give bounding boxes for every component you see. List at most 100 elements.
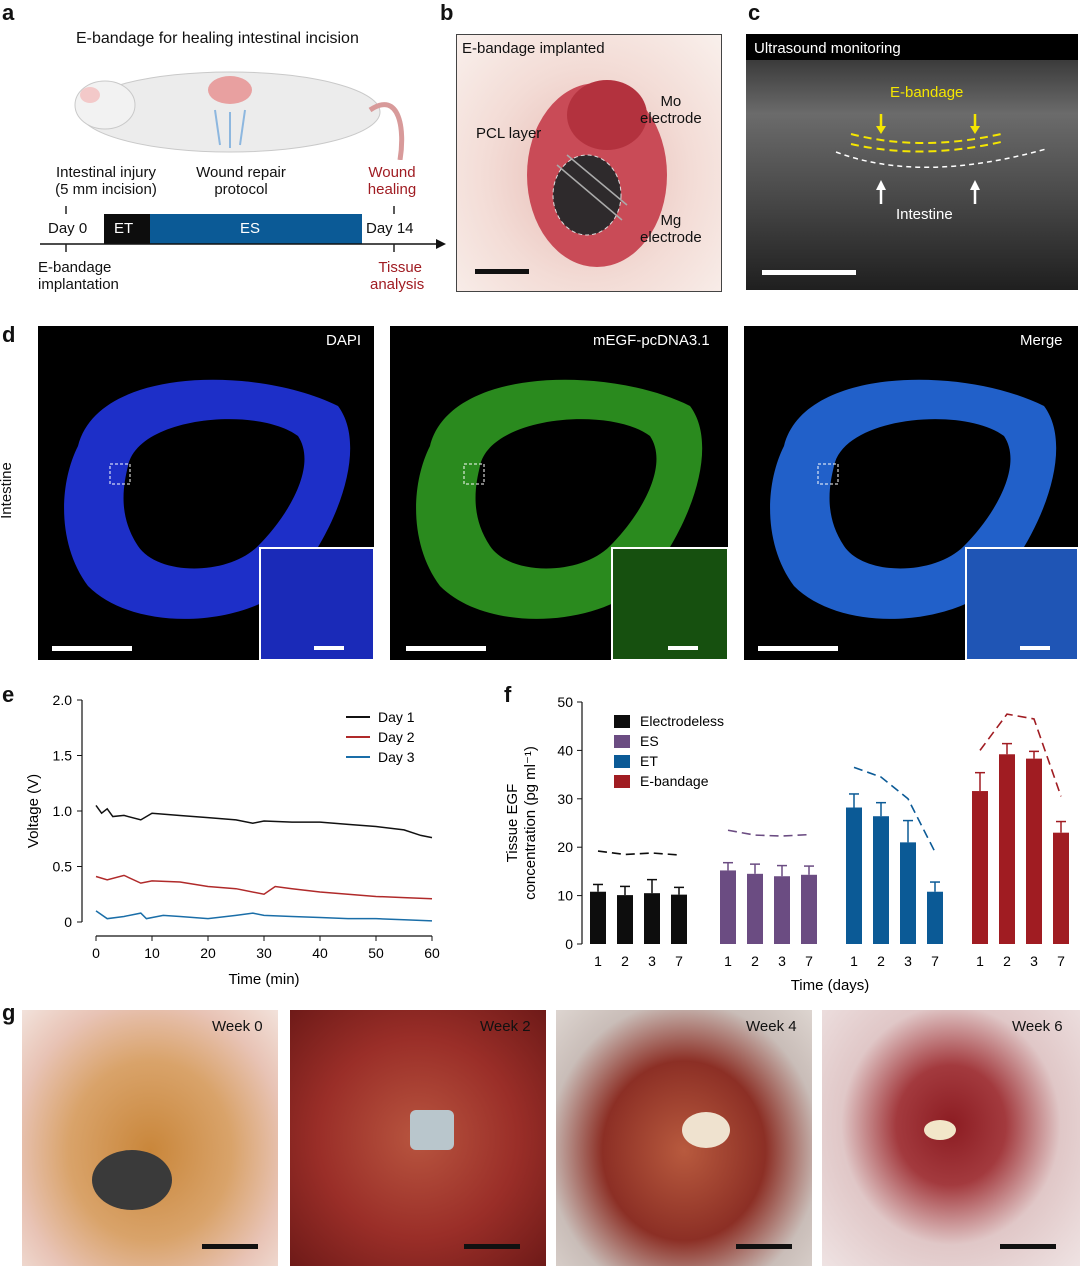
mouse-illustration [74,71,405,160]
timeline [40,206,446,252]
x-tick-label: 2 [751,953,759,969]
bar-et [900,842,916,944]
bar-et [846,807,862,944]
x-tick-label: 7 [931,953,939,969]
image-megf [390,326,728,660]
x-tick-label: 60 [424,945,440,961]
ebandage-us-label: E-bandage [890,84,964,101]
photo-week4 [556,1010,812,1266]
panel-label-a: a [2,0,15,25]
es-bar [150,214,362,244]
y-tick-label: 50 [557,694,573,710]
x-tick-label: 10 [144,945,160,961]
bar-electrodeless [617,895,633,944]
week4-label: Week 4 [746,1018,797,1035]
panel-label-e: e [2,682,15,707]
x-tick-label: 3 [778,953,786,969]
trend-line [853,766,936,853]
ultrasound-image [746,34,1078,290]
x-tick-label: 1 [594,953,602,969]
es-label: ES [240,220,261,237]
photo-b [456,34,722,292]
photo-week2 [290,1010,546,1266]
image-merge [744,326,1078,660]
x-tick-label: 2 [877,953,885,969]
bar-es [747,873,763,944]
legend-swatch [614,715,630,728]
bar-es [720,870,736,944]
day0-label: Day 0 [48,220,88,237]
et-label: ET [114,220,134,237]
y-tick-label: 2.0 [53,692,73,708]
intestine-us-label: Intestine [896,206,953,223]
bar-electrodeless [644,893,660,944]
x-tick-label: 30 [256,945,272,961]
bar-e-bandage [972,791,988,944]
y-axis-title-line2: concentration (pg ml⁻¹) [522,746,539,900]
legend-label: E-bandage [640,773,709,789]
x-tick-label: 20 [200,945,216,961]
y-axis-title-line1: Tissue EGF [504,784,521,863]
x-tick-label: 7 [675,953,683,969]
megf-label: mEGF-pcDNA3.1 [593,332,710,349]
panel-label-b: b [440,0,454,25]
x-tick-label: 0 [92,945,100,961]
bar-e-bandage [1053,832,1069,944]
x-tick-label: 1 [976,953,984,969]
series-line-day-1 [95,805,433,839]
y-tick-label: 1.0 [53,803,73,819]
bar-e-bandage [999,754,1015,944]
bar-et [927,891,943,944]
y-tick-label: 0.5 [53,859,73,875]
bar-es [774,876,790,944]
bar-electrodeless [671,894,687,944]
x-tick-label: 3 [648,953,656,969]
panel-label-d: d [2,322,16,347]
legend-label: Day 2 [378,729,415,745]
y-tick-label: 20 [557,839,573,855]
panel-label-g: g [2,1000,16,1025]
panel-label-f: f [504,682,512,707]
trend-line [727,829,810,837]
x-tick-label: 3 [904,953,912,969]
pcl-layer-label: PCL layer [476,125,542,142]
y-tick-label: 40 [557,742,573,758]
bar-electrodeless [590,891,606,944]
series-line-day-2 [95,874,433,900]
legend-label: ET [640,753,658,769]
x-tick-label: 2 [621,953,629,969]
x-tick-label: 1 [724,953,732,969]
y-axis-title: Tissue EGFconcentration (pg ml⁻¹) [504,746,539,900]
merge-label: Merge [1020,332,1063,349]
x-tick-label: 40 [312,945,328,961]
intestine-row-label: Intestine [0,462,15,519]
legend-swatch [614,735,630,748]
series-line-day-3 [95,910,433,922]
week2-label: Week 2 [480,1018,531,1035]
panel-c-header: Ultrasound monitoring [754,40,901,57]
legend-label: Day 3 [378,749,415,765]
legend-label: Day 1 [378,709,415,725]
et-bar [104,214,150,244]
week6-label: Week 6 [1012,1018,1063,1035]
photo-week0 [22,1010,278,1266]
y-tick-label: 30 [557,791,573,807]
trend-line [979,713,1062,797]
x-tick-label: 50 [368,945,384,961]
x-tick-label: 2 [1003,953,1011,969]
y-tick-label: 0 [64,914,72,930]
legend-label: ES [640,733,659,749]
dapi-label: DAPI [326,332,362,349]
week0-label: Week 0 [212,1018,263,1035]
y-tick-label: 10 [557,888,573,904]
legend-swatch [614,755,630,768]
panel-label-c: c [748,0,761,25]
x-axis-title: Time (days) [791,977,870,994]
y-tick-label: 0 [565,936,573,952]
